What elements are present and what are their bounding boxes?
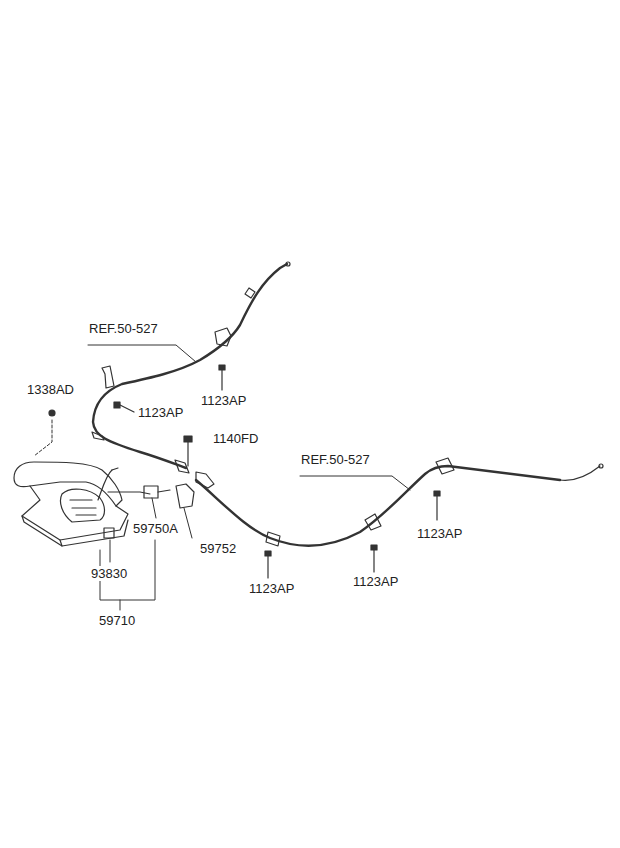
callout-number: 1123AP bbox=[352, 574, 399, 589]
callout-number: 1123AP bbox=[137, 405, 184, 420]
cap-symbol bbox=[49, 410, 55, 416]
callout-number: 93830 bbox=[90, 566, 128, 581]
leader-line bbox=[184, 508, 192, 538]
lever-assembly bbox=[14, 462, 194, 546]
callout-number: REF.50-527 bbox=[300, 452, 371, 467]
bolt-symbols bbox=[114, 365, 440, 578]
leader-line bbox=[110, 540, 111, 562]
callout-number: REF.50-527 bbox=[88, 321, 159, 336]
leader-line bbox=[152, 498, 156, 518]
ref-leader bbox=[88, 345, 196, 362]
callout-number: 1123AP bbox=[200, 393, 247, 408]
left-cable bbox=[92, 262, 290, 473]
callout-number: 1123AP bbox=[248, 581, 295, 596]
callout-number: 59750A bbox=[132, 521, 179, 536]
leader-line bbox=[34, 420, 52, 456]
right-cable bbox=[196, 458, 603, 546]
callout-number: 1123AP bbox=[416, 526, 463, 541]
ref-leader bbox=[300, 476, 410, 490]
callout-number: 1338AD bbox=[26, 382, 75, 397]
callout-number: 59752 bbox=[199, 541, 237, 556]
callout-number: 59710 bbox=[98, 613, 136, 628]
callout-number: 1140FD bbox=[212, 431, 259, 446]
